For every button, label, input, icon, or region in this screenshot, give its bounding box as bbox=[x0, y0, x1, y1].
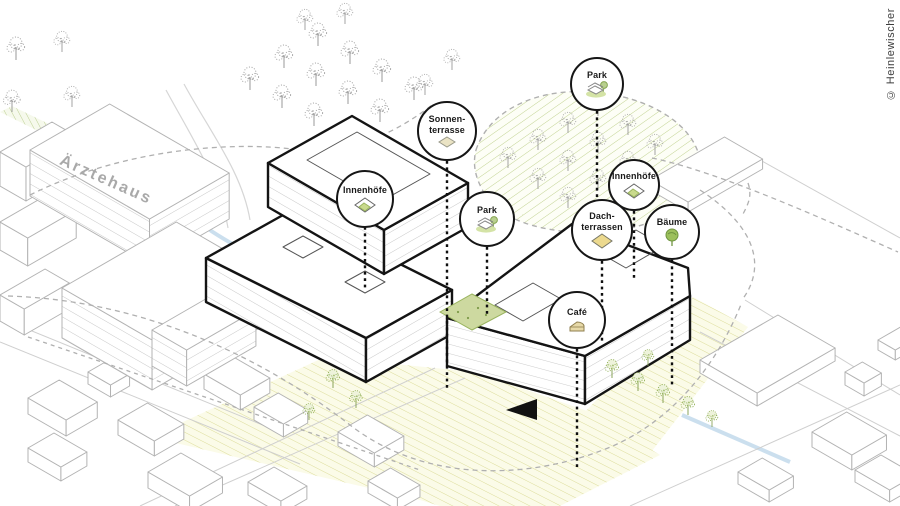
callout-label: Park bbox=[477, 204, 497, 215]
courtyard-icon bbox=[623, 182, 645, 199]
callout-label: Sonnen- terrasse bbox=[428, 114, 466, 135]
callout-label: Dach- terrassen bbox=[581, 211, 623, 232]
park-bench-tree-icon bbox=[586, 81, 608, 98]
copyright-credit: © Heinlewischer bbox=[885, 8, 897, 101]
site-boundary-dashed bbox=[7, 104, 899, 472]
callout-innenhoefe-left: Innenhöfe bbox=[336, 170, 394, 228]
callout-label: Café bbox=[567, 307, 587, 318]
tree-icon bbox=[665, 228, 679, 247]
direction-arrow bbox=[506, 399, 537, 420]
new-building-right-mass bbox=[445, 222, 692, 406]
callout-park-center: Park bbox=[459, 191, 515, 247]
callout-label: Innenhöfe bbox=[612, 171, 656, 182]
callout-cafe: Café bbox=[548, 291, 606, 349]
callout-park-top: Park bbox=[570, 57, 624, 111]
callout-label: Park bbox=[587, 69, 607, 80]
courtyard-green-patch bbox=[438, 293, 508, 331]
roof-terrace-icon bbox=[591, 232, 613, 249]
park-bench-tree-icon bbox=[476, 216, 498, 233]
courtyard-icon bbox=[354, 196, 376, 213]
leader-lines bbox=[363, 111, 674, 468]
callout-label: Innenhöfe bbox=[343, 185, 387, 196]
callout-baeume: Bäume bbox=[644, 204, 700, 260]
callout-sonnenterrasse: Sonnen- terrasse bbox=[417, 101, 477, 161]
ground-green-fields bbox=[150, 297, 748, 506]
callout-label: Bäume bbox=[656, 216, 688, 227]
callout-dachterrassen: Dach- terrassen bbox=[571, 199, 633, 261]
sun-terrace-icon bbox=[438, 135, 456, 148]
cake-icon bbox=[569, 321, 585, 332]
